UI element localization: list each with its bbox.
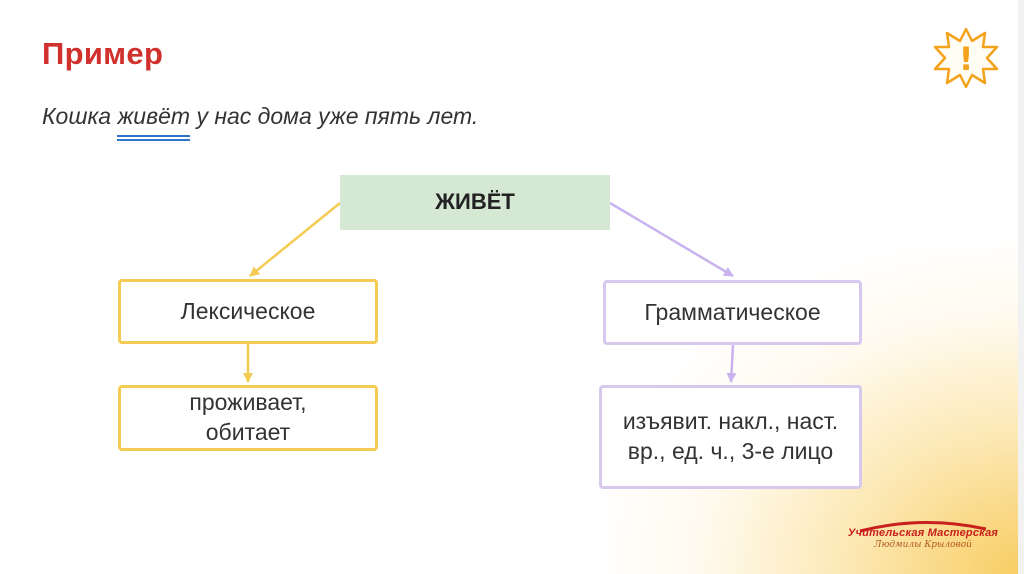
grammatical-value-text: изъявит. накл., наст. вр., ед. ч., 3-е л… [622, 408, 839, 464]
slide-edge [1018, 0, 1024, 574]
exclamation-mark: ! [959, 40, 974, 78]
brand-logo: Учительская Мастерская Людмилы Крыловой [838, 521, 1008, 567]
logo-title: Учительская Мастерская [847, 527, 999, 539]
exclamation-warning-icon: ! [933, 27, 999, 89]
logo-subtitle: Людмилы Крыловой [874, 540, 972, 550]
slide-title: Пример [42, 36, 164, 71]
logo-swoosh-icon [859, 521, 987, 533]
sentence-start: Кошка [42, 103, 118, 129]
arrow-root-to-grammatical [609, 201, 734, 278]
lexical-value-box: проживает, обитает [118, 385, 378, 451]
lexical-value-text: проживает, обитает [189, 389, 307, 445]
sentence-end: у нас дома уже пять лет. [190, 103, 479, 129]
sentence-predicate: живёт [117, 103, 191, 137]
example-sentence: Кошка живёт у нас дома уже пять лет. [42, 103, 479, 137]
grammatical-value-box: изъявит. накл., наст. вр., ед. ч., 3-е л… [599, 385, 862, 489]
lexical-meaning-box: Лексическое [118, 279, 378, 344]
arrow-grammatical-to-value [726, 344, 737, 383]
grammatical-meaning-box: Грамматическое [603, 280, 862, 345]
arrow-root-to-lexical [249, 202, 341, 277]
root-word-box: ЖИВЁТ [340, 175, 610, 230]
